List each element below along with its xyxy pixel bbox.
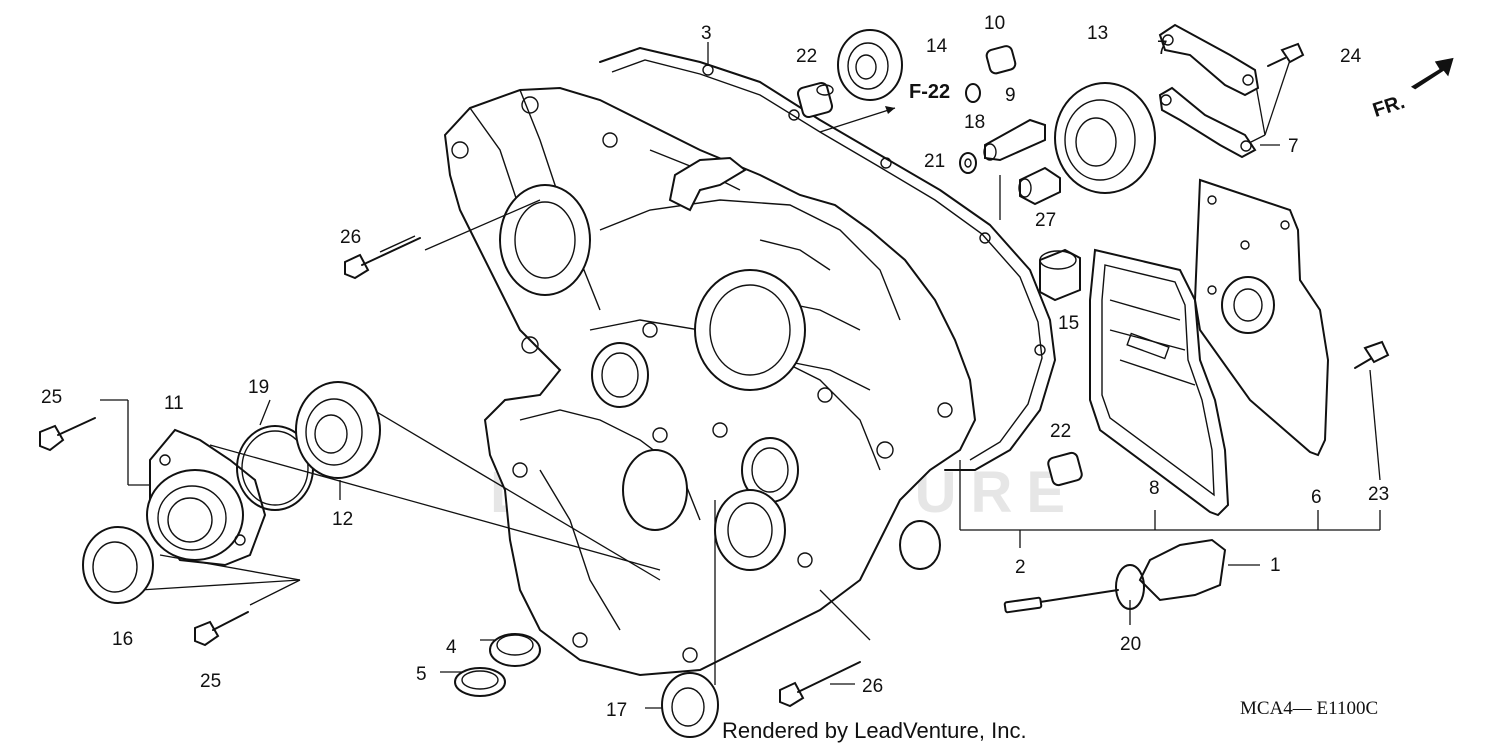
callout-23: 23	[1368, 484, 1389, 505]
pin-10	[985, 45, 1017, 75]
callout-22-top: 22	[796, 46, 817, 67]
callout-1: 1	[1270, 555, 1281, 576]
callout-26-bottom: 26	[862, 676, 883, 697]
callout-18: 18	[964, 112, 985, 133]
bearing-retainer-7	[1158, 23, 1260, 159]
callout-5: 5	[416, 664, 427, 685]
collar-27	[1018, 166, 1061, 206]
callout-25-top: 25	[41, 387, 62, 408]
washer-18	[965, 83, 981, 103]
callout-14: 14	[926, 36, 948, 57]
callout-17: 17	[606, 700, 627, 721]
callout-4: 4	[446, 637, 457, 658]
footer-credit: Rendered by LeadVenture, Inc.	[722, 718, 1027, 743]
callout-11: 11	[164, 393, 184, 414]
bearing-12	[295, 381, 381, 479]
oil-seal-16	[82, 526, 154, 604]
callout-7-top: 7	[1157, 38, 1168, 59]
front-direction-label: FR.	[1370, 91, 1407, 122]
callout-13: 13	[1087, 23, 1108, 44]
callout-10: 10	[984, 13, 1005, 34]
speed-sensor-1	[1003, 538, 1227, 614]
callout-27: 27	[1035, 210, 1056, 231]
callout-7-bottom: 7	[1288, 136, 1299, 157]
callout-8: 8	[1149, 478, 1160, 499]
reference-label: F-22	[909, 81, 950, 103]
callout-12: 12	[332, 509, 353, 530]
bolt-26-bottom	[779, 661, 861, 708]
callout-22-bottom: 22	[1050, 421, 1071, 442]
bolt-25-bottom	[194, 611, 249, 647]
transmission-case	[443, 86, 977, 677]
callout-15: 15	[1058, 313, 1079, 334]
shaft-9	[983, 118, 1046, 162]
callout-3: 3	[701, 23, 712, 44]
bolt-26-top	[344, 235, 421, 280]
washer-21	[959, 152, 977, 174]
o-ring-20	[1115, 564, 1145, 610]
gasket-8	[1089, 248, 1230, 517]
callout-19: 19	[248, 377, 269, 398]
callout-labels: 1 2 3 4 5 6 7 7 8 9 10 11 12 13 14 15 16…	[41, 13, 1389, 721]
front-direction-arrow	[1410, 57, 1454, 90]
bolt-23	[1354, 340, 1390, 369]
bolt-25-top	[39, 417, 96, 452]
cover-plate-6	[1193, 178, 1330, 457]
bearing-13	[1054, 82, 1156, 194]
callout-25-bottom: 25	[200, 671, 221, 692]
bolt-24	[1267, 42, 1305, 67]
diagram-code: MCA4— E1100C	[1240, 698, 1378, 719]
cap-5	[454, 667, 506, 697]
callout-9: 9	[1005, 85, 1016, 106]
callout-20: 20	[1120, 634, 1141, 655]
dowel-pin-22-top	[796, 81, 834, 119]
bearing-14	[837, 29, 903, 101]
callout-26-top: 26	[340, 227, 361, 248]
callout-24: 24	[1340, 46, 1362, 67]
needle-bearing-15	[1039, 248, 1081, 302]
bearing-holder-11	[146, 428, 267, 567]
cap-4	[489, 633, 541, 667]
oil-seal-17	[661, 672, 719, 738]
callout-6: 6	[1311, 487, 1322, 508]
callout-2: 2	[1015, 557, 1026, 578]
callout-16: 16	[112, 629, 133, 650]
callout-21: 21	[924, 151, 945, 172]
dowel-pin-22-bottom	[1047, 451, 1083, 487]
case-gasket	[599, 47, 1056, 471]
